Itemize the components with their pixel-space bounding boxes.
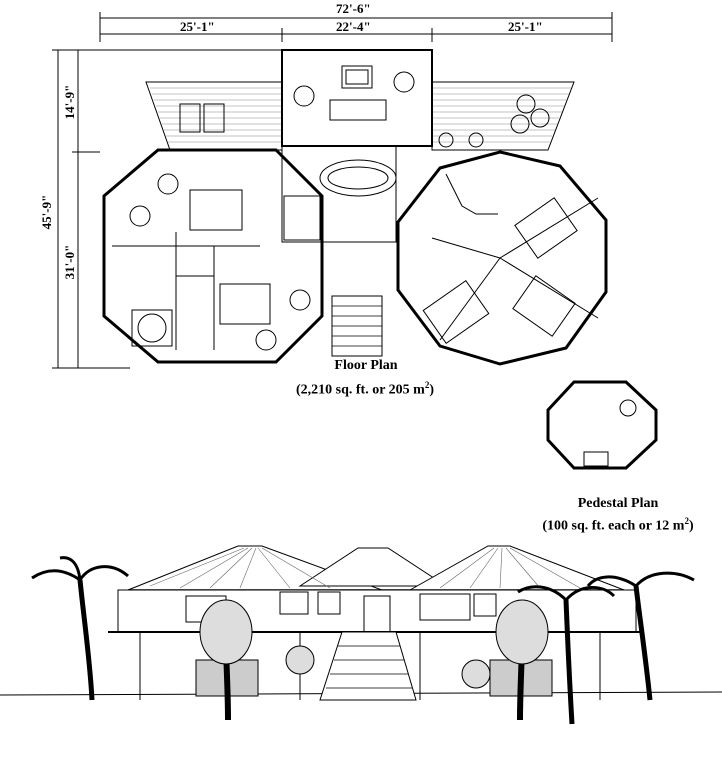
floor-plan-title: Floor Plan [334,358,398,373]
left-deck [145,81,283,151]
pedestal-plan-area-suffix: ) [688,518,694,534]
pedestal-plan-area-exp: 2 [684,516,689,526]
pedestal-plan-area: (100 sq. ft. each or 12 m2) [520,516,716,535]
pedestal-octagon [546,380,658,470]
living-room [281,49,433,147]
floor-plan-area: (2,210 sq. ft. or 205 m2) [270,380,460,399]
dining-table [319,159,397,197]
floor-plan-area-suffix: ) [429,382,434,398]
center-roof [298,547,448,587]
main-depth-label: 31'-0" [62,244,77,280]
porch-depth-label: 14'-9" [62,84,77,120]
floor-plan-area-exp: 2 [424,380,430,390]
pedestal-plan-title: Pedestal Plan [577,496,659,511]
overall-depth-label: 45'-9" [39,194,54,230]
pedestal-plan-area-prefix: (100 sq. ft. each or 12 m [542,518,685,534]
overall-width-label: 72'-6" [336,1,371,16]
left-octagon [102,148,324,364]
right-octagon [396,150,608,366]
floor-plan [102,49,658,470]
dimension-lines [52,12,613,369]
floor-plan-area-prefix: (2,210 sq. ft. or 205 m [295,382,425,398]
right-wing-width-label: 25'-1" [508,19,543,34]
palm-trees [31,556,695,725]
left-wing-width-label: 25'-1" [180,19,215,34]
front-stairs [319,631,417,701]
front-elevation [0,545,722,725]
center-width-label: 22'-4" [336,19,371,34]
